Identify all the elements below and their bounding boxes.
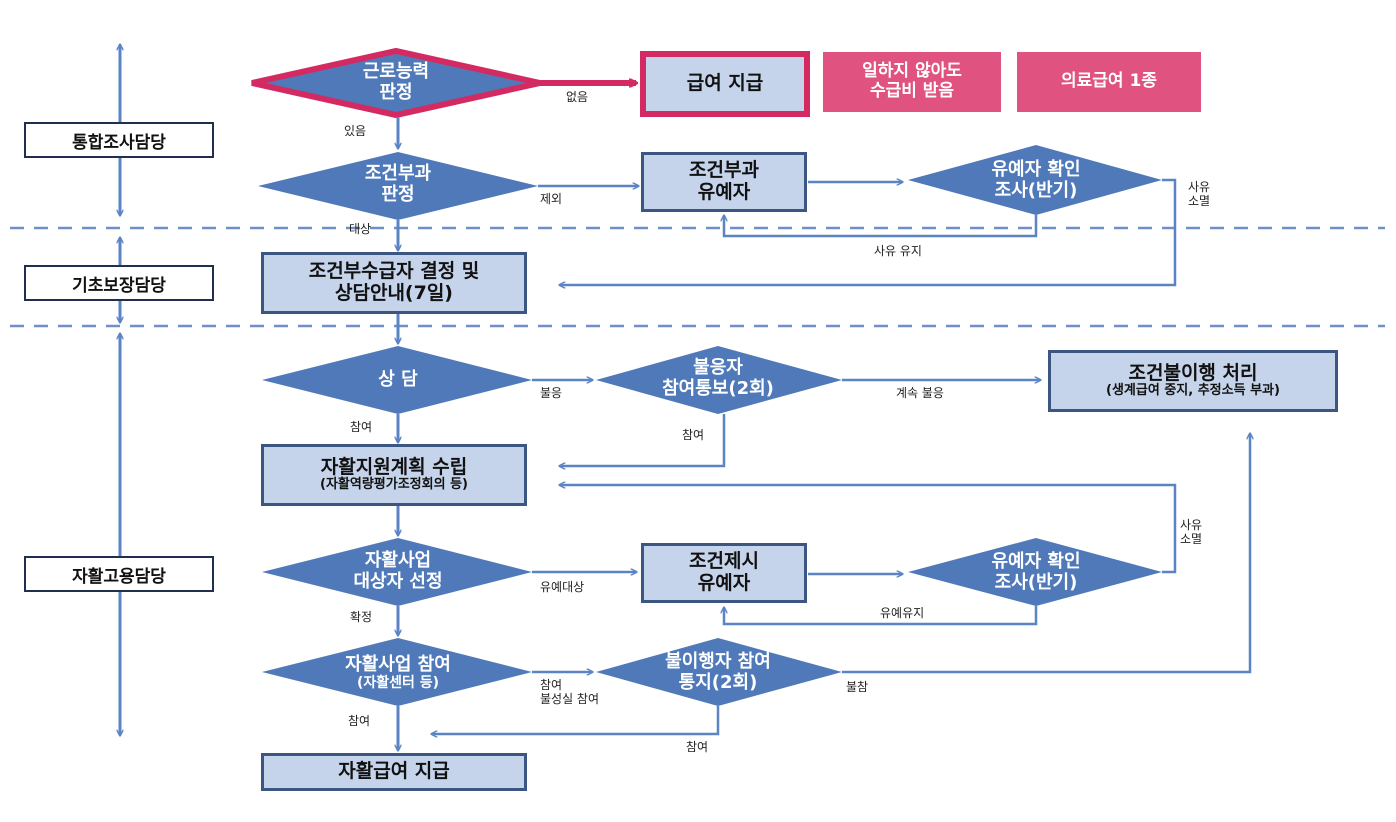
role-basic-security: 기초보장담당 [24, 265, 214, 301]
label-none: 없음 [566, 90, 589, 104]
noncompliant-notice-text: 불이행자 참여 통지(2회) [628, 648, 808, 698]
arrow-deferred-kept [724, 606, 1038, 626]
non-response-line2: 참여통보(2회) [662, 378, 774, 399]
condition-judge-line1: 조건부과 [364, 163, 432, 185]
arrow-reason-lost-2 [560, 485, 1177, 574]
plan-box: 자활지원계획 수립 (자활역량평가조정회의 등) [261, 444, 527, 506]
arrow-participate-back-2 [432, 706, 720, 734]
deferred-check-1-line1: 유예자 확인 [991, 159, 1081, 181]
deferred-check-2-line1: 유예자 확인 [991, 551, 1081, 573]
conditional-decision-box: 조건부수급자 결정 및 상담안내(7일) [261, 252, 527, 314]
role-integrated-survey: 통합조사담당 [24, 122, 214, 158]
counsel-label: 상 담 [378, 368, 418, 390]
self-benefit-box: 자활급여 지급 [261, 753, 527, 791]
reason-lost-2-line1: 사유 [1180, 518, 1203, 532]
label-refuse: 불응 [540, 386, 563, 400]
medical-badge: 의료급여 1종 [1017, 52, 1201, 112]
deferred-check-1-text: 유예자 확인 조사(반기) [956, 156, 1116, 206]
no-work-badge: 일하지 않아도 수급비 받음 [823, 52, 1001, 112]
arrow-reason-lost-1 [560, 178, 1177, 285]
label-reason-kept: 사유 유지 [874, 244, 922, 258]
plan-sub: (자활역량평가조정회의 등) [320, 477, 468, 493]
counsel-text: 상 담 [318, 366, 478, 394]
select-target-text: 자활사업 대상자 선정 [318, 547, 478, 597]
diamond-counsel [262, 346, 532, 414]
insincere-line1: 참여 [540, 678, 563, 692]
noncompliant-line2: 통지(2회) [678, 672, 758, 693]
participation-text: 자활사업 참여 (자활센터 등) [308, 650, 488, 696]
presented-deferred-box: 조건제시 유예자 [641, 543, 807, 603]
label-deferred-kept: 유예유지 [880, 606, 925, 620]
noncompliance-box: 조건불이행 처리 (생계급여 중지, 추정소득 부과) [1048, 350, 1338, 412]
label-nonparticipation: 불참 [846, 680, 869, 694]
benefit-pay-label: 급여 지급 [686, 72, 764, 95]
deferred-check-1-line2: 조사(반기) [994, 180, 1078, 201]
self-benefit-label: 자활급여 지급 [338, 760, 450, 783]
diamond-deferred-check-2 [908, 538, 1162, 606]
medical-label: 의료급여 1종 [1061, 71, 1157, 92]
label-reason-lost-1: 사유 소멸 [1188, 180, 1210, 209]
label-participate-4: 참여 [686, 740, 709, 754]
label-participate-1: 참여 [350, 420, 373, 434]
non-response-line1: 불응자 [693, 357, 743, 379]
diamond-participation [262, 638, 532, 706]
work-ability-text: 근로능력 판정 [316, 58, 476, 108]
condition-judge-line2: 판정 [381, 184, 415, 205]
label-participate-3: 참여 [348, 714, 371, 728]
reason-lost-2-line2: 소멸 [1180, 532, 1203, 547]
benefit-pay-box: 급여 지급 [640, 51, 810, 117]
no-work-line1: 일하지 않아도 [862, 61, 962, 82]
noncompliant-line1: 불이행자 참여 [665, 651, 771, 673]
diamond-condition-judge [258, 152, 538, 220]
deferred-check-2-text: 유예자 확인 조사(반기) [956, 548, 1116, 598]
label-exclude: 제외 [540, 192, 563, 206]
noncompliance-sub: (생계급여 중지, 추정소득 부과) [1106, 383, 1280, 399]
diamond-deferred-check-1 [908, 145, 1162, 215]
label-target: 대상 [349, 222, 372, 236]
plan-main: 자활지원계획 수립 [320, 455, 468, 478]
arrow-nonparticipation [842, 434, 1250, 674]
participation-main: 자활사업 참여 [345, 653, 451, 675]
reason-lost-1-line1: 사유 [1188, 180, 1211, 194]
condition-judge-text: 조건부과 판정 [318, 160, 478, 210]
participation-sub: (자활센터 등) [356, 675, 440, 692]
condition-deferred-line2: 유예자 [697, 181, 751, 203]
diamond-non-response-notice [596, 346, 842, 414]
deferred-check-2-line2: 조사(반기) [994, 572, 1078, 593]
insincere-line2: 불성실 참여 [540, 692, 600, 707]
label-participate-insincere: 참여 불성실 참여 [540, 678, 599, 707]
presented-deferred-line2: 유예자 [697, 572, 751, 594]
arrow-participate-back-1 [560, 414, 726, 466]
presented-deferred-line1: 조건제시 [689, 550, 759, 573]
conditional-decision-line2: 상담안내(7일) [335, 282, 453, 304]
conditional-decision-line1: 조건부수급자 결정 및 [308, 260, 480, 283]
work-ability-line1: 근로능력 [362, 61, 430, 83]
select-target-line2: 대상자 선정 [353, 571, 443, 592]
no-work-line2: 수급비 받음 [869, 81, 955, 101]
label-reason-lost-2: 사유 소멸 [1180, 518, 1202, 547]
label-continued-refusal: 계속 불응 [896, 386, 944, 400]
role-self-support: 자활고용담당 [24, 556, 214, 592]
select-target-line1: 자활사업 [364, 550, 432, 572]
label-confirmed: 확정 [350, 610, 373, 624]
diamond-noncompliant-notice [596, 638, 842, 706]
reason-lost-1-line2: 소멸 [1188, 194, 1211, 209]
non-response-text: 불응자 참여통보(2회) [638, 354, 798, 404]
label-participate-2: 참여 [682, 428, 705, 442]
condition-deferred-line1: 조건부과 [689, 159, 759, 182]
condition-deferred-box: 조건부과 유예자 [641, 152, 807, 212]
diamond-select-target [262, 538, 532, 606]
label-deferred-target: 유예대상 [540, 580, 585, 594]
arrow-reason-kept [724, 215, 1038, 238]
noncompliance-main: 조건불이행 처리 [1128, 361, 1258, 384]
label-yes: 있음 [344, 124, 367, 138]
work-ability-line2: 판정 [379, 82, 413, 103]
